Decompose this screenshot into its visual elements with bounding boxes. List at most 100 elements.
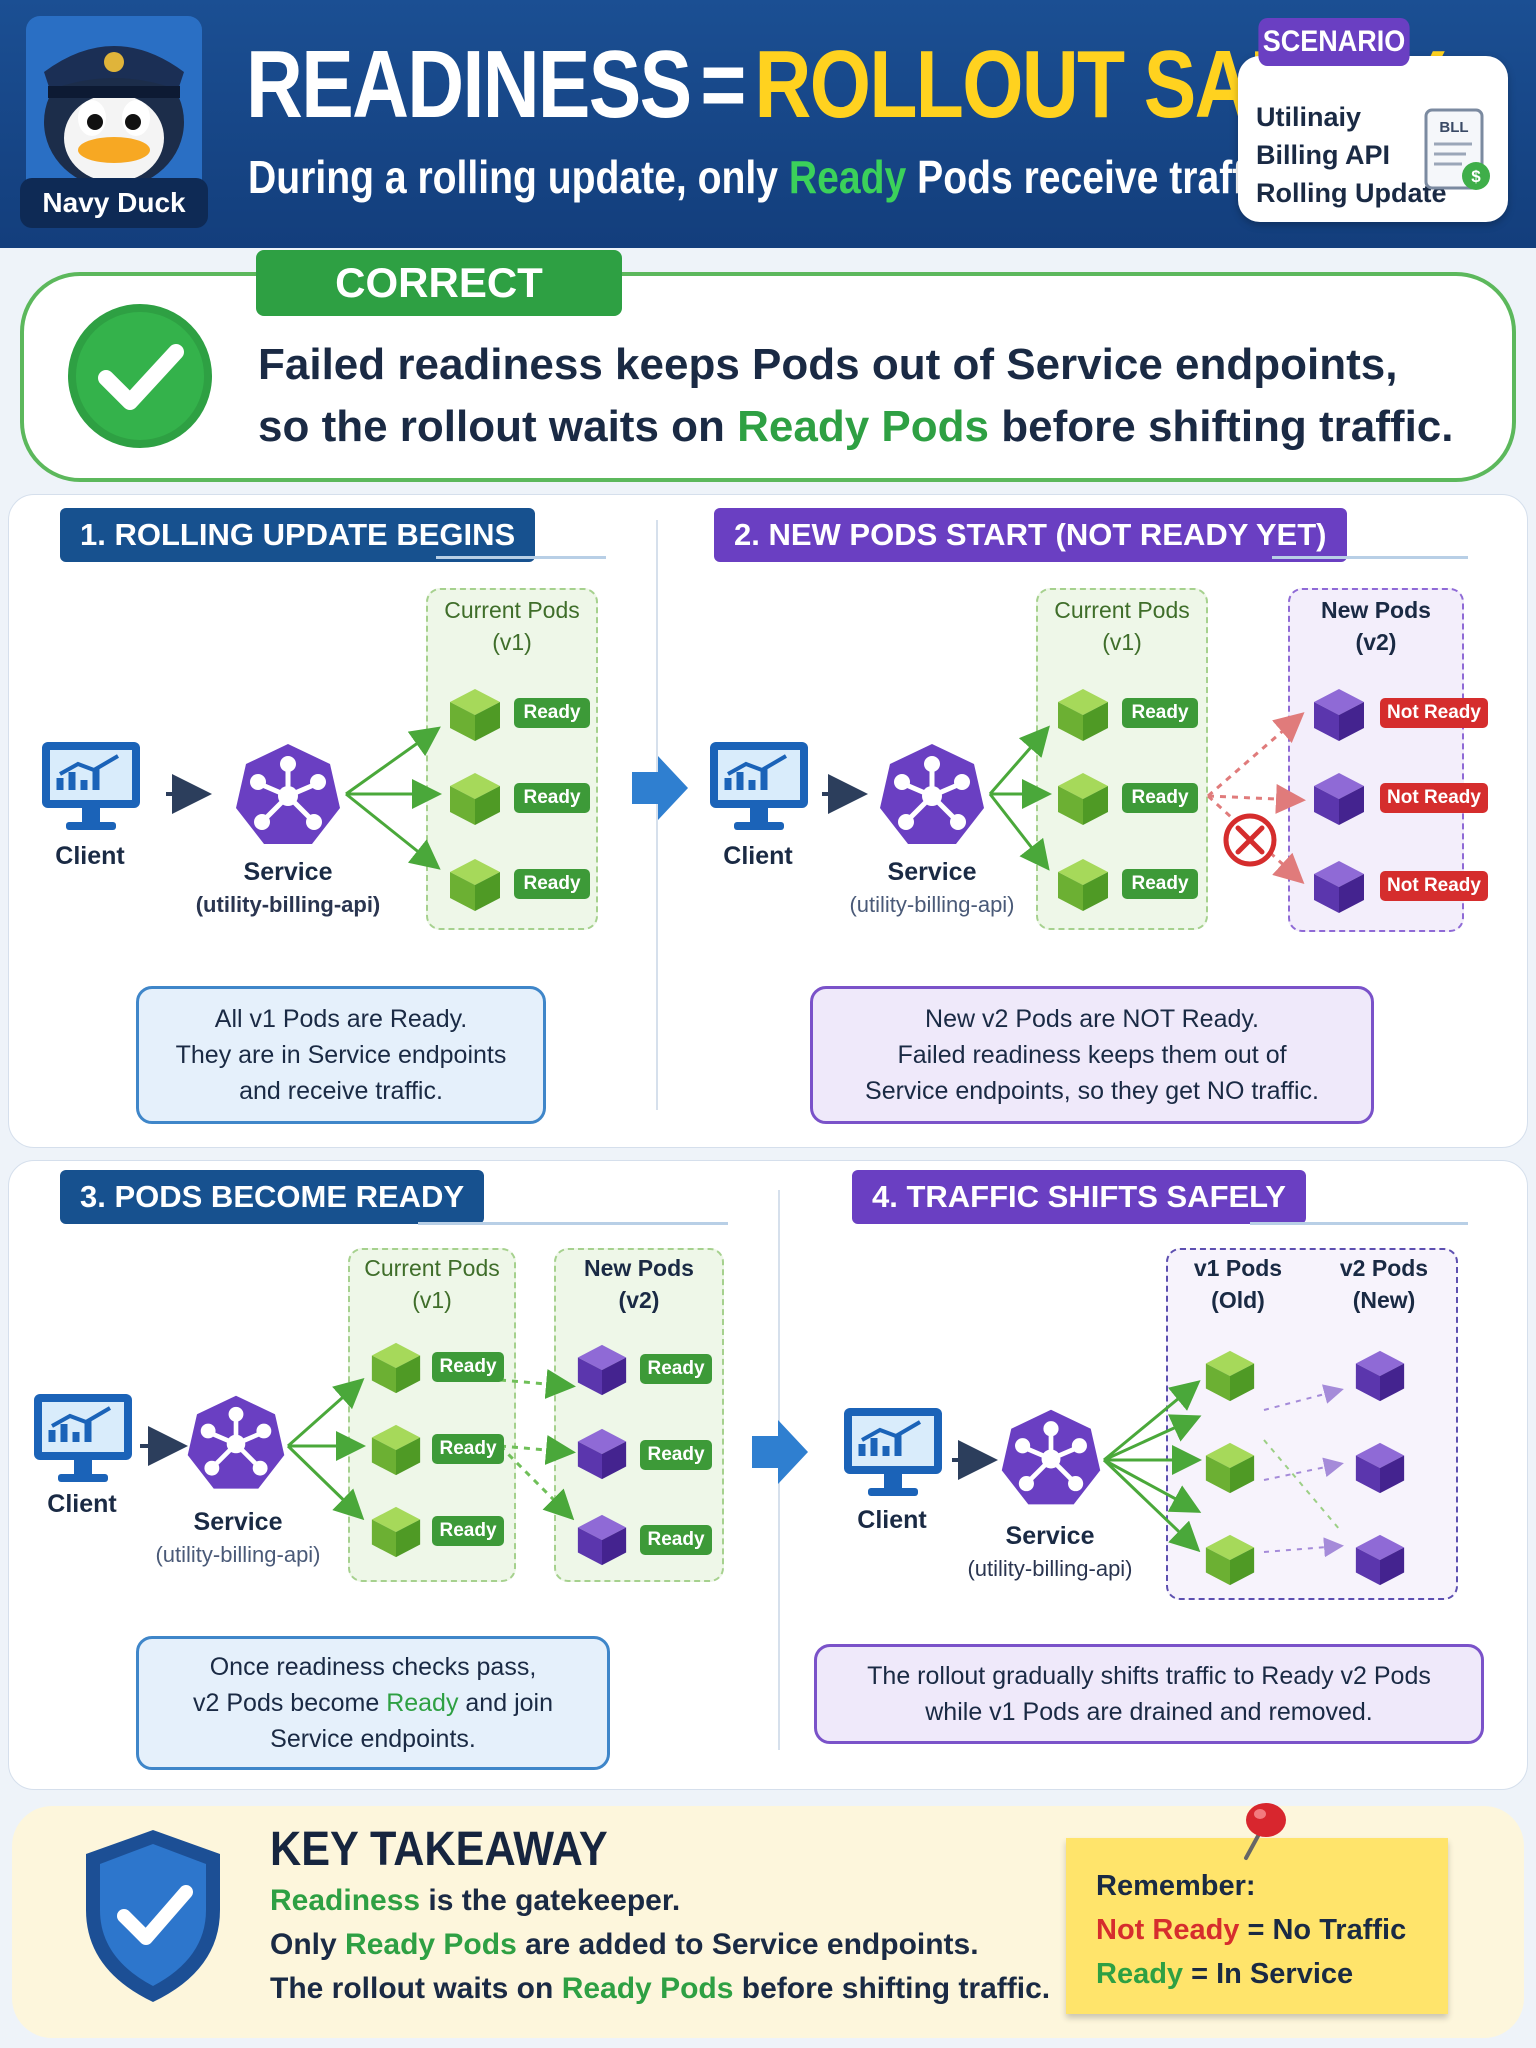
ready-badge: Ready xyxy=(1122,869,1198,899)
new-pods-label: New Pods xyxy=(1321,597,1431,623)
step-2-info-box: New v2 Pods are NOT Ready. Failed readin… xyxy=(810,986,1374,1124)
step-4-info-line-1: The rollout gradually shifts traffic to … xyxy=(867,1662,1431,1690)
svg-text:$: $ xyxy=(1471,167,1481,186)
step-1-service-name: (utility-billing-api) xyxy=(195,892,381,917)
not-ready-badge: Not Ready xyxy=(1380,698,1488,728)
step-3-current-pods-title: Current Pods (v1) xyxy=(348,1252,516,1316)
client-monitor-icon xyxy=(42,742,140,830)
step-3-client-label: Client xyxy=(47,1490,117,1518)
v2-pod-cube-icon xyxy=(1355,1350,1405,1402)
scenario-line-1: Utilinaiy xyxy=(1256,102,1362,132)
step-2-current-pods-title: Current Pods (v1) xyxy=(1036,594,1208,658)
takeaway-line-2-post: are added to Service endpoints. xyxy=(525,1928,979,1961)
v2-pod-cube-icon xyxy=(577,1514,627,1566)
step-1-service-label: Service xyxy=(243,858,333,886)
remember-no-traffic: = No Traffic xyxy=(1247,1914,1407,1946)
answer-line-1: Failed readiness keeps Pods out of Servi… xyxy=(258,340,1398,389)
step-4-info-box: The rollout gradually shifts traffic to … xyxy=(814,1644,1484,1744)
not-ready-badge: Not Ready xyxy=(1380,871,1488,901)
step-4-underline xyxy=(1250,1222,1468,1225)
v1-pods-label: v1 Pods xyxy=(1193,1255,1283,1281)
ready-badge: Ready xyxy=(432,1516,504,1546)
remember-line-1: Not Ready = No Traffic xyxy=(1096,1908,1406,1952)
ready-badge: Ready xyxy=(514,698,590,728)
step-1-info-line-2: They are in Service endpoints xyxy=(175,1041,507,1069)
current-pods-label: Current Pods xyxy=(364,1255,500,1281)
takeaway-line-2-ready-pods: Ready Pods xyxy=(345,1928,517,1961)
step-1-current-pods-title: Current Pods (v1) xyxy=(426,594,598,658)
push-pin-icon xyxy=(1244,1803,1286,1860)
scenario-line-2: Billing API xyxy=(1256,140,1390,170)
current-pods-label: Current Pods xyxy=(444,597,580,623)
new-label: (New) xyxy=(1352,1287,1416,1313)
scenario-line-3: Rolling Update xyxy=(1256,178,1447,208)
client-monitor-icon xyxy=(710,742,808,830)
step-3-info-line-2-ready: Ready xyxy=(386,1689,459,1717)
bill-document-icon: BLL $ xyxy=(1424,108,1490,190)
remember-in-service: = In Service xyxy=(1191,1958,1354,1990)
step-3-info-box: Once readiness checks pass, v2 Pods beco… xyxy=(136,1636,610,1770)
step-2-info-line-2: Failed readiness keeps them out of xyxy=(897,1041,1287,1069)
step-4-v1-pods-title: v1 Pods (Old) xyxy=(1166,1252,1310,1316)
step-4-service-label: Service xyxy=(1005,1522,1095,1550)
service-icon xyxy=(1001,1409,1101,1505)
ready-badge: Ready xyxy=(1122,698,1198,728)
step-2-info-line-1: New v2 Pods are NOT Ready. xyxy=(925,1005,1259,1033)
v1-pod-cube-icon xyxy=(371,1342,421,1394)
v2-pod-cube-icon xyxy=(1314,773,1364,825)
step-4-tag: 4. TRAFFIC SHIFTS SAFELY xyxy=(852,1170,1306,1224)
v1-pod-cube-icon xyxy=(371,1424,421,1476)
step-3-new-pods-title: New Pods (v2) xyxy=(554,1252,724,1316)
step-3-info-line-2: v2 Pods become Ready and join xyxy=(139,1685,607,1721)
step-1-info-box: All v1 Pods are Ready. They are in Servi… xyxy=(136,986,546,1124)
v1-pod-cube-icon xyxy=(371,1506,421,1558)
subtitle-post: Pods receive traffic. xyxy=(917,151,1289,203)
takeaway-line-3-post: before shifting traffic. xyxy=(741,1972,1051,2005)
step-1-info-line-1: All v1 Pods are Ready. xyxy=(214,1005,468,1033)
not-ready-badge: Not Ready xyxy=(1380,783,1488,813)
shield-check-icon xyxy=(86,1830,220,2002)
v1-pod-cube-icon xyxy=(1205,1350,1255,1402)
step-2-underline xyxy=(1272,556,1468,559)
v1-pod-cube-icon xyxy=(1058,773,1108,825)
answer-line-2-post: before shifting traffic. xyxy=(1001,402,1454,451)
ready-badge: Ready xyxy=(432,1434,504,1464)
step-4-info-line-2: while v1 Pods are drained and removed. xyxy=(925,1698,1373,1726)
remember-ready: Ready xyxy=(1096,1958,1184,1990)
step-3-underline xyxy=(418,1222,728,1225)
current-pods-label: Current Pods xyxy=(1054,597,1190,623)
scenario-tag: SCENARIO xyxy=(1258,18,1410,66)
step-3-info-line-2-post: and join xyxy=(465,1689,553,1717)
step-2-tag: 2. NEW PODS START (NOT READY YET) xyxy=(714,508,1347,562)
service-icon xyxy=(236,744,340,844)
key-takeaway-title: KEY TAKEAWAY xyxy=(270,1823,608,1876)
step-4-pods-group xyxy=(1166,1248,1458,1600)
v1-pod-cube-icon xyxy=(450,859,500,911)
v2-pod-cube-icon xyxy=(577,1344,627,1396)
v1-pod-cube-icon xyxy=(1058,859,1108,911)
service-icon xyxy=(187,1395,285,1489)
v2-pod-cube-icon xyxy=(1314,861,1364,913)
v2-pod-cube-icon xyxy=(1355,1442,1405,1494)
subtitle-ready: Ready xyxy=(788,151,907,203)
takeaway-line-1-post: is the gatekeeper. xyxy=(428,1884,681,1917)
page-subtitle: During a rolling update, only Ready Pods… xyxy=(248,150,1289,204)
step-2-new-pods-title: New Pods (v2) xyxy=(1288,594,1464,658)
v2-pod-cube-icon xyxy=(1355,1534,1405,1586)
step-3-info-line-2-pre: v2 Pods become xyxy=(193,1689,380,1717)
step-2-service-label: Service xyxy=(887,858,977,886)
answer-line-2-ready-pods: Ready Pods xyxy=(737,402,990,451)
v1-label: (v1) xyxy=(412,1287,452,1313)
step-4-service-name: (utility-billing-api) xyxy=(967,1556,1133,1581)
step-2-client-label: Client xyxy=(723,842,793,870)
step-1-client-label: Client xyxy=(55,842,125,870)
v2-label: (v2) xyxy=(618,1287,660,1313)
old-label: (Old) xyxy=(1211,1287,1265,1313)
v1-pod-cube-icon xyxy=(450,689,500,741)
remember-title: Remember: xyxy=(1096,1870,1256,1902)
new-pods-label: New Pods xyxy=(584,1255,694,1281)
v1-pod-cube-icon xyxy=(1058,689,1108,741)
correct-answer-box xyxy=(20,272,1516,482)
takeaway-line-3-pre: The rollout waits on xyxy=(270,1972,554,2005)
ready-badge: Ready xyxy=(432,1352,504,1382)
